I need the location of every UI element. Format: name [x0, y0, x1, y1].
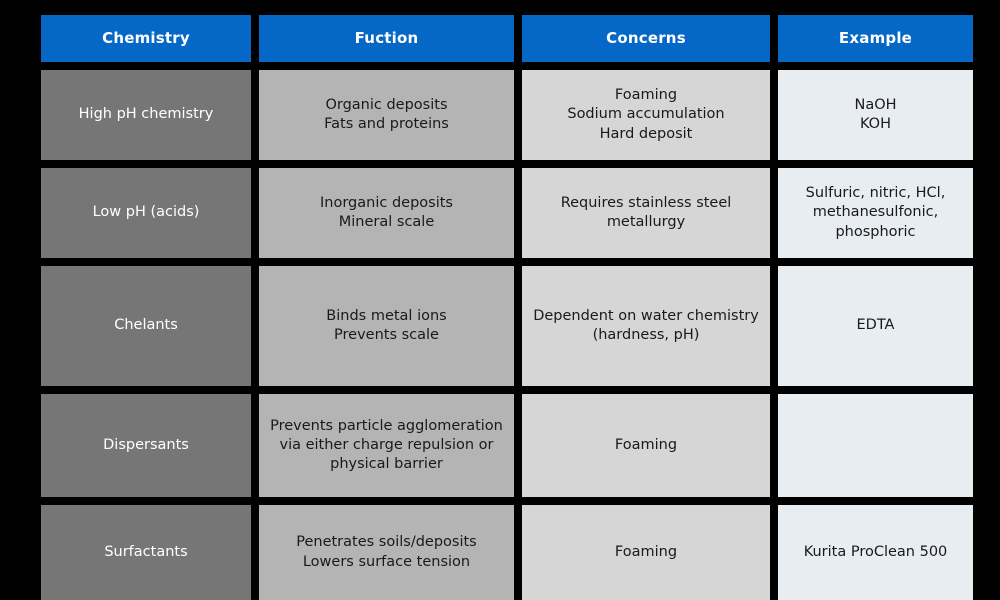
column-header-example: Example [778, 15, 973, 62]
cell-function: Prevents particle agglomeration via eith… [259, 394, 514, 497]
cell-chemistry: Dispersants [41, 394, 251, 497]
cell-chemistry: Low pH (acids) [41, 168, 251, 258]
table-grid: Chemistry Fuction Concerns Example High … [41, 15, 973, 600]
cell-concerns: Requires stainless steel metallurgy [522, 168, 770, 258]
cell-example: NaOH KOH [778, 70, 973, 160]
cell-example [778, 394, 973, 497]
cell-function: Penetrates soils/deposits Lowers surface… [259, 505, 514, 600]
cell-chemistry: Chelants [41, 266, 251, 386]
cell-example: Sulfuric, nitric, HCl, methanesulfonic, … [778, 168, 973, 258]
column-header-function: Fuction [259, 15, 514, 62]
table-row: Chelants Binds metal ions Prevents scale… [41, 266, 973, 386]
column-header-chemistry: Chemistry [41, 15, 251, 62]
table-row: Dispersants Prevents particle agglomerat… [41, 394, 973, 497]
cell-function: Inorganic deposits Mineral scale [259, 168, 514, 258]
chemistry-comparison-table: Chemistry Fuction Concerns Example High … [41, 15, 973, 600]
cell-function: Organic deposits Fats and proteins [259, 70, 514, 160]
cell-function: Binds metal ions Prevents scale [259, 266, 514, 386]
cell-chemistry: High pH chemistry [41, 70, 251, 160]
cell-concerns: Foaming Sodium accumulation Hard deposit [522, 70, 770, 160]
cell-example: Kurita ProClean 500 [778, 505, 973, 600]
cell-example: EDTA [778, 266, 973, 386]
table-row: Surfactants Penetrates soils/deposits Lo… [41, 505, 973, 600]
table-header-row: Chemistry Fuction Concerns Example [41, 15, 973, 62]
cell-concerns: Foaming [522, 394, 770, 497]
column-header-concerns: Concerns [522, 15, 770, 62]
cell-concerns: Foaming [522, 505, 770, 600]
cell-concerns: Dependent on water chemistry (hardness, … [522, 266, 770, 386]
cell-chemistry: Surfactants [41, 505, 251, 600]
table-row: Low pH (acids) Inorganic deposits Minera… [41, 168, 973, 258]
table-row: High pH chemistry Organic deposits Fats … [41, 70, 973, 160]
